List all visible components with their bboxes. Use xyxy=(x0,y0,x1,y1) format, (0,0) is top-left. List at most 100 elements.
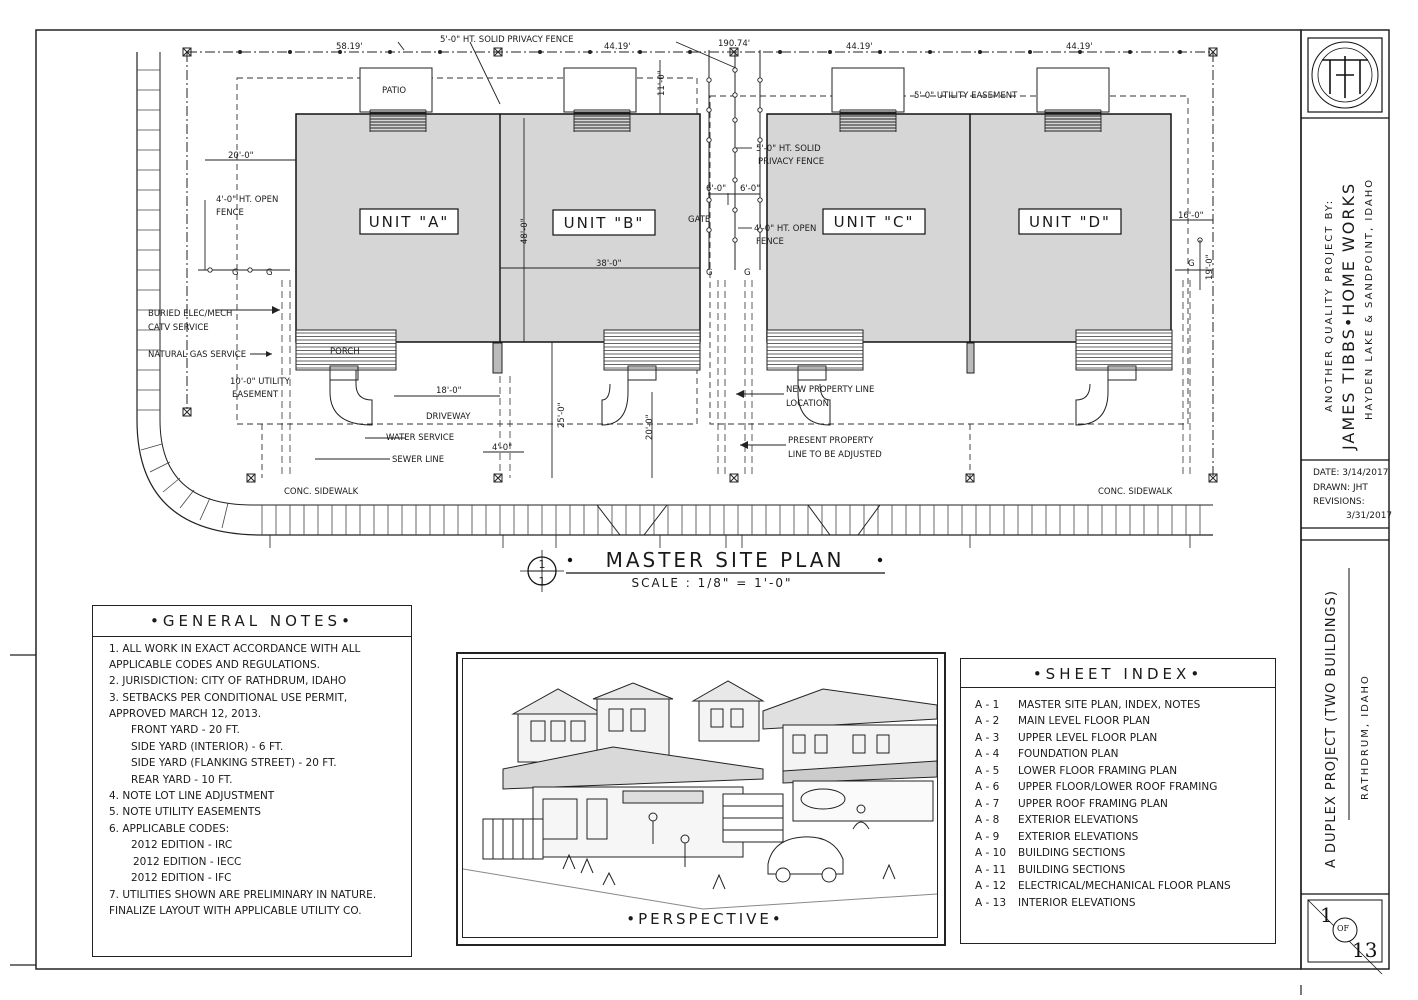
dim-depth-48: 48'-0" xyxy=(520,218,530,244)
general-notes-box: •GENERAL NOTES• 1. ALL WORK IN EXACT ACC… xyxy=(92,605,412,957)
dim-top-2: 44.19' xyxy=(604,42,631,52)
title-block-tagline: ANOTHER QUALITY PROJECT BY: xyxy=(1324,198,1335,412)
dim-top-5: 44.19' xyxy=(1066,42,1093,52)
index-number: A - 11 xyxy=(975,864,1007,876)
note-line: 2012 EDITION - IFC xyxy=(131,872,232,884)
index-number: A - 2 xyxy=(975,715,1000,727)
label-present-property-1: PRESENT PROPERTY xyxy=(788,436,874,446)
label-open-fence-mid-2: FENCE xyxy=(756,237,784,247)
label-solid-fence-2: PRIVACY FENCE xyxy=(758,157,824,167)
patio-b xyxy=(563,67,637,113)
index-title: EXTERIOR ELEVATIONS xyxy=(1018,814,1139,826)
label-sewer-line: SEWER LINE xyxy=(392,455,444,465)
unit-label-a: UNIT "A" xyxy=(369,213,450,231)
index-title: UPPER ROOF FRAMING PLAN xyxy=(1018,798,1168,810)
index-title: BUILDING SECTIONS xyxy=(1018,864,1126,876)
patio-a xyxy=(359,67,433,113)
patio-c xyxy=(831,67,905,113)
index-number: A - 1 xyxy=(975,699,1000,711)
label-utility-easement-top: 5'-0" UTILITY EASEMENT xyxy=(914,91,1018,101)
title-block-revision-date: 3/31/2017 xyxy=(1346,511,1393,521)
label-sidewalk-left: CONC. SIDEWALK xyxy=(284,487,359,497)
note-line: FINALIZE LAYOUT WITH APPLICABLE UTILITY … xyxy=(109,905,362,917)
label-new-property-1: NEW PROPERTY LINE xyxy=(786,385,874,395)
perspective-label: •PERSPECTIVE• xyxy=(620,910,790,928)
index-number: A - 13 xyxy=(975,897,1007,909)
index-number: A - 4 xyxy=(975,748,1000,760)
dim-front-20: 20'-0" xyxy=(645,414,655,440)
label-porch: PORCH xyxy=(330,347,360,357)
index-number: A - 5 xyxy=(975,765,1000,777)
unit-label-b: UNIT "B" xyxy=(564,214,645,232)
index-number: A - 7 xyxy=(975,798,1000,810)
title-block-project: A DUPLEX PROJECT (TWO BUILDINGS) xyxy=(1324,590,1339,868)
dim-side-20: 20'-0" xyxy=(228,151,254,161)
label-buried-elec-2: CATV SERVICE xyxy=(148,323,209,333)
index-title: BUILDING SECTIONS xyxy=(1018,847,1126,859)
label-sidewalk-right: CONC. SIDEWALK xyxy=(1098,487,1173,497)
grade-mark-5: G xyxy=(1188,259,1195,269)
dim-top-3: 190.74' xyxy=(718,39,750,49)
label-utility-easement-side-2: EASEMENT xyxy=(232,390,279,400)
dim-rear-11: 11'-0" xyxy=(657,70,667,96)
title-bubble-top: 1 xyxy=(539,558,546,571)
label-buried-elec-1: BURIED ELEC/MECH xyxy=(148,309,232,319)
title-block-project-location: RATHDRUM, IDAHO xyxy=(1360,674,1371,800)
dim-gap-6b: 6'-0" xyxy=(740,184,760,194)
label-natural-gas: NATURAL GAS SERVICE xyxy=(148,350,246,360)
note-line: SIDE YARD (INTERIOR) - 6 FT. xyxy=(131,741,284,753)
index-title: UPPER FLOOR/LOWER ROOF FRAMING xyxy=(1018,781,1218,793)
index-title: MASTER SITE PLAN, INDEX, NOTES xyxy=(1018,699,1201,711)
index-number: A - 10 xyxy=(975,847,1007,859)
label-open-fence-left-2: FENCE xyxy=(216,208,244,218)
sheet-total: 13 xyxy=(1352,938,1378,962)
label-open-fence-left-1: 4'-0" HT. OPEN xyxy=(216,195,278,205)
index-title: FOUNDATION PLAN xyxy=(1018,748,1119,760)
note-line: 1. ALL WORK IN EXACT ACCORDANCE WITH ALL xyxy=(109,643,361,655)
index-title: UPPER LEVEL FLOOR PLAN xyxy=(1018,732,1158,744)
note-line: 4. NOTE LOT LINE ADJUSTMENT xyxy=(109,790,275,802)
title-block-drawn: DRAWN: JHT xyxy=(1313,483,1368,493)
title-block-revisions: REVISIONS: xyxy=(1313,497,1365,507)
index-title: ELECTRICAL/MECHANICAL FLOOR PLANS xyxy=(1018,880,1231,892)
note-line: 2. JURISDICTION: CITY OF RATHDRUM, IDAHO xyxy=(109,675,347,687)
label-present-property-2: LINE TO BE ADJUSTED xyxy=(788,450,882,460)
perspective-panel xyxy=(462,658,938,938)
label-solid-fence-1: 5'-0" HT. SOLID xyxy=(756,144,821,154)
note-line: 3. SETBACKS PER CONDITIONAL USE PERMIT, xyxy=(109,692,348,704)
dim-top-4: 44.19' xyxy=(846,42,873,52)
dim-front-18: 18'-0" xyxy=(436,386,462,396)
dim-width-38: 38'-0" xyxy=(596,259,622,269)
general-notes-title: •GENERAL NOTES• xyxy=(150,612,354,630)
note-line: SIDE YARD (FLANKING STREET) - 20 FT. xyxy=(131,757,337,769)
drawing-scale: SCALE : 1/8" = 1'-0" xyxy=(631,576,792,590)
index-title: EXTERIOR ELEVATIONS xyxy=(1018,831,1139,843)
grade-mark-1: G xyxy=(232,268,239,278)
grade-mark-3: G xyxy=(706,268,713,278)
index-title: MAIN LEVEL FLOOR PLAN xyxy=(1018,715,1151,727)
index-number: A - 3 xyxy=(975,732,1000,744)
note-line: FRONT YARD - 20 FT. xyxy=(131,724,240,736)
index-number: A - 6 xyxy=(975,781,1000,793)
title-block-date: DATE: 3/14/2017 xyxy=(1313,468,1389,478)
title-block-company: JAMES TIBBS•HOME WORKS xyxy=(1339,181,1358,450)
sheet-index-title: •SHEET INDEX• xyxy=(1032,665,1204,683)
label-driveway: DRIVEWAY xyxy=(426,412,471,422)
title-bubble-bottom: 1 xyxy=(539,575,546,588)
title-block-border xyxy=(1300,29,1390,970)
note-line: 2012 EDITION - IRC xyxy=(131,839,233,851)
sheet-of: OF xyxy=(1337,924,1350,933)
title-block-graphics xyxy=(1301,37,1389,975)
dim-side-19: 19'-0" xyxy=(1205,254,1215,280)
label-open-fence-mid-1: 4'-0" HT. OPEN xyxy=(754,224,816,234)
dim-front-25: 25'-0" xyxy=(557,402,567,428)
index-number: A - 12 xyxy=(975,880,1007,892)
index-number: A - 9 xyxy=(975,831,1000,843)
grade-mark-2: G xyxy=(266,268,273,278)
note-line: 2012 EDITION - IECC xyxy=(133,856,242,868)
grade-mark-4: G xyxy=(744,268,751,278)
note-line: APPROVED MARCH 12, 2013. xyxy=(109,708,262,720)
note-line: 7. UTILITIES SHOWN ARE PRELIMINARY IN NA… xyxy=(109,889,377,901)
